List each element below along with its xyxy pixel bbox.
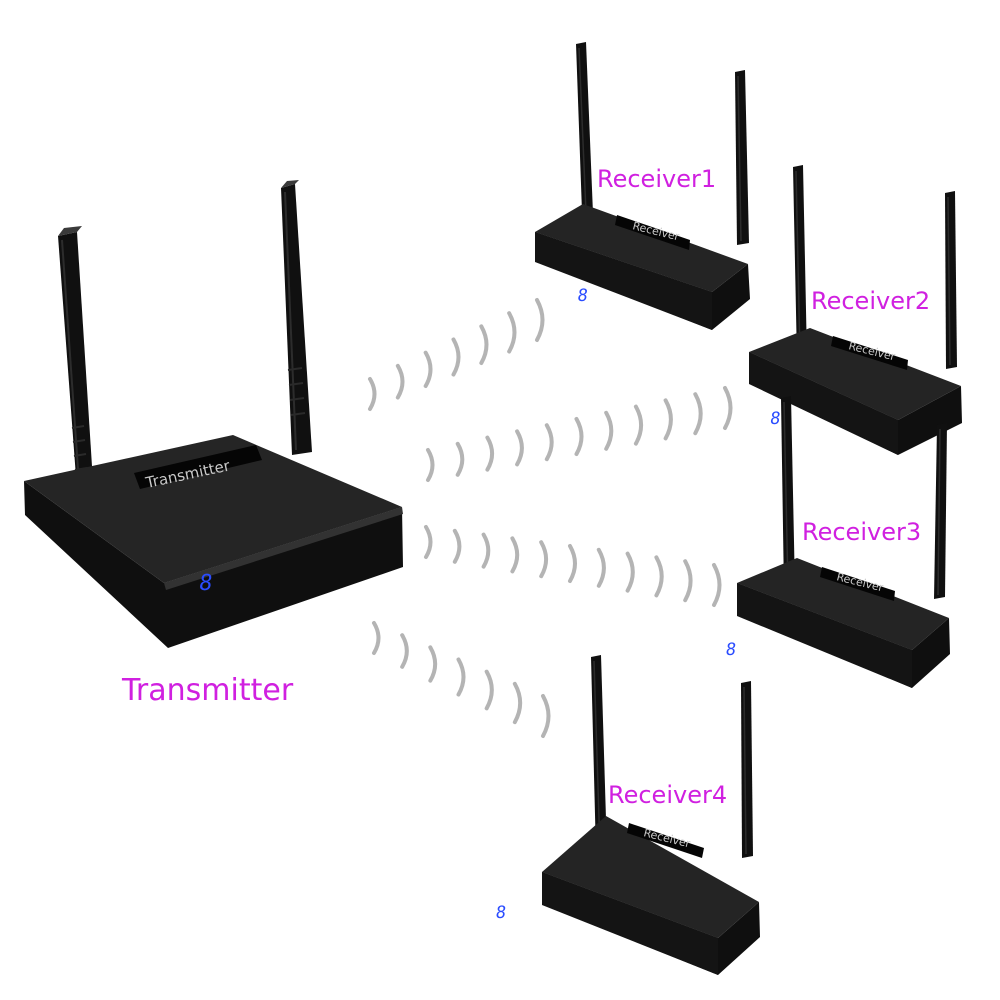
receiver-1-led-display: 8 [576,286,589,306]
signal-wave-arc-icon [693,392,703,436]
receiver-1-right-antenna [735,70,749,245]
signal-wave-arc-icon [479,324,489,365]
signal-wave-arc-icon [426,448,435,482]
receiver-4-device: Receiver 8 [494,655,760,975]
signal-wave-arc-icon [723,386,733,430]
transmitter-device: Transmitter 8 [24,180,403,648]
receiver-4-right-antenna [741,681,753,858]
receiver-1-left-antenna [576,42,594,240]
signal-wave-arc-icon [395,363,405,400]
signal-wave-arc-icon [574,417,584,456]
signal-wave-arc-icon [515,429,524,467]
signal-wave-arc-icon [484,669,494,711]
receiver-1-caption: Receiver1 [597,165,717,193]
signal-wave-arc-icon [663,398,673,441]
receiver-2-caption: Receiver2 [811,287,931,315]
signal-wave-arc-icon [481,532,491,569]
signal-wave-arc-icon [541,694,551,738]
receiver-2-left-antenna [793,165,807,360]
signal-waves [368,298,733,738]
receiver-3-right-antenna [934,423,947,599]
signal-wave-arc-icon [452,528,462,564]
signal-wave-arc-icon [544,423,554,462]
signal-wave-arc-icon [625,551,635,593]
signal-wave-arc-icon [535,298,545,342]
signal-wave-arc-icon [485,435,495,472]
signal-wave-arc-icon [507,311,517,354]
signal-wave-arc-icon [633,404,644,446]
signal-wave-arc-icon [712,563,722,607]
signal-wave-arc-icon [424,525,433,559]
receiver-3-led-display: 8 [724,640,737,660]
signal-wave-arc-icon [455,441,465,477]
signal-wave-arc-icon [604,410,614,451]
signal-wave-arc-icon [539,540,549,579]
signal-wave-arc-icon [568,544,577,583]
signal-wave-arc-icon [451,337,461,377]
signal-wave-arc-icon [683,559,693,603]
signal-wave-arc-icon [512,681,523,725]
transmitter-right-antenna [281,180,312,455]
signal-wave-arc-icon [428,645,438,683]
receiver-3-device: Receiver 8 [724,396,950,688]
signal-wave-arc-icon [368,377,377,411]
receiver-3-caption: Receiver3 [802,518,922,546]
transmitter-body-top [24,435,402,583]
receiver-4-caption: Receiver4 [608,781,728,809]
receiver-3-left-antenna [781,396,795,592]
receiver-2-led-display: 8 [769,409,782,429]
signal-wave-arc-icon [400,633,409,669]
transmitter-caption: Transmitter [122,673,294,708]
receiver-2-device: Receiver 8 [749,165,962,455]
transmitter-led-display: 8 [197,570,214,596]
receiver-4-led-display: 8 [494,903,507,923]
signal-wave-arc-icon [372,621,381,655]
signal-wave-arc-icon [596,547,606,588]
transmitter-body-side [24,481,403,648]
receiver-4-left-antenna [591,655,607,854]
signal-wave-arc-icon [654,555,664,598]
receiver-2-right-antenna [945,191,957,369]
signal-wave-arc-icon [456,657,466,697]
transmitter-left-antenna [58,226,95,517]
receiver-1-device: Receiver 8 [535,42,750,330]
signal-wave-arc-icon [510,536,520,574]
signal-wave-arc-icon [423,350,433,388]
